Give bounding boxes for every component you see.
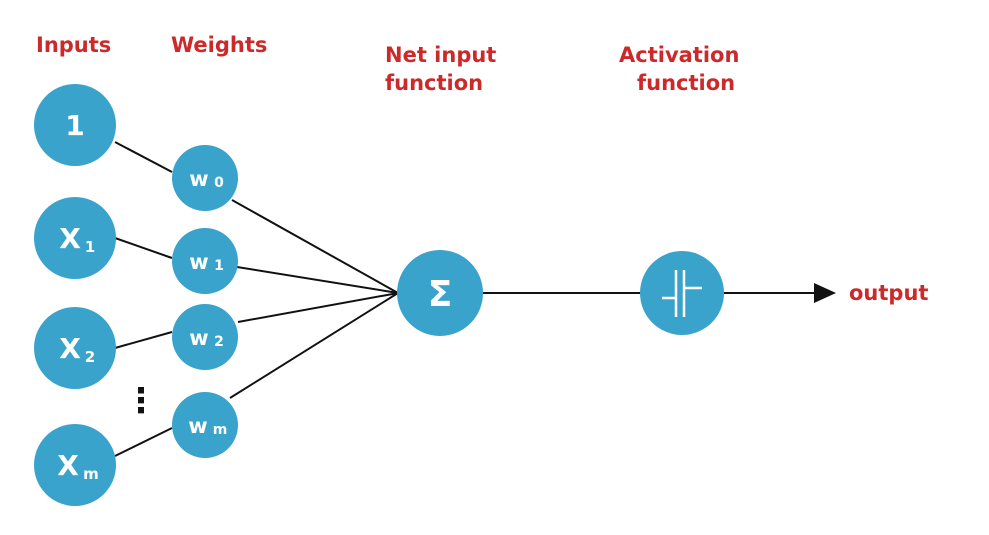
weight-node-wm-main: w bbox=[188, 414, 207, 438]
input-node-1-label: 1 bbox=[65, 109, 84, 142]
input-node-x1-main: X bbox=[59, 222, 81, 255]
input-node-x2-sub: 2 bbox=[85, 348, 95, 366]
input-weight-connections bbox=[114, 141, 173, 457]
input-node-x1-sub: 1 bbox=[85, 238, 95, 256]
input-node-1-circle bbox=[34, 84, 116, 166]
header-net-input-line2: function bbox=[385, 71, 483, 95]
weight-node-w0-sub: 0 bbox=[214, 175, 224, 191]
vertical-ellipsis: ⋮ bbox=[124, 381, 158, 421]
sum-node-circle bbox=[397, 250, 483, 336]
weight-node-w2: w 2 bbox=[172, 304, 238, 370]
input-node-x2-main: X bbox=[59, 332, 81, 365]
net-input-sum-node: Σ bbox=[397, 250, 483, 336]
edge-w0-to-sum bbox=[231, 199, 399, 294]
weight-node-w2-main: w bbox=[189, 326, 208, 350]
input-node-x1-circle bbox=[34, 197, 116, 279]
header-inputs: Inputs bbox=[36, 33, 111, 57]
header-net-input-line1: Net input bbox=[385, 43, 496, 67]
input-node-xm-sub: m bbox=[83, 465, 99, 483]
weight-node-w2-sub: 2 bbox=[214, 334, 224, 350]
weight-node-w1-main: w bbox=[189, 250, 208, 274]
header-weights: Weights bbox=[171, 33, 267, 57]
header-activation-line2: function bbox=[637, 71, 735, 95]
edge-wm-to-sum bbox=[229, 292, 399, 399]
input-node-1: 1 bbox=[34, 84, 116, 166]
weight-node-wm-sub: m bbox=[213, 422, 228, 438]
activation-node-circle bbox=[640, 251, 724, 335]
edge-input-x1-to-w1 bbox=[114, 237, 173, 259]
weight-node-w1-circle bbox=[172, 228, 238, 294]
header-activation-line1: Activation bbox=[619, 43, 739, 67]
weight-node-w1-sub: 1 bbox=[214, 258, 224, 274]
input-node-x2: X 2 bbox=[34, 307, 116, 389]
edge-input-1-to-w0 bbox=[114, 141, 173, 173]
edge-w2-to-sum bbox=[237, 292, 399, 323]
activation-function-node bbox=[640, 251, 724, 335]
input-node-x1: X 1 bbox=[34, 197, 116, 279]
input-node-x2-circle bbox=[34, 307, 116, 389]
edge-input-x2-to-w2 bbox=[114, 331, 173, 349]
sigma-icon: Σ bbox=[428, 274, 453, 315]
weight-node-wm: w m bbox=[172, 392, 238, 458]
weight-node-w1: w 1 bbox=[172, 228, 238, 294]
input-node-xm-circle bbox=[34, 424, 116, 506]
weight-node-w0: w 0 bbox=[172, 145, 238, 211]
weight-node-w0-circle bbox=[172, 145, 238, 211]
weight-node-w0-main: w bbox=[189, 167, 208, 191]
weight-node-wm-circle bbox=[172, 392, 238, 458]
output-label: output bbox=[849, 281, 928, 305]
weight-sum-connections bbox=[229, 199, 399, 399]
step-function-icon bbox=[662, 270, 702, 317]
input-node-xm: X m bbox=[34, 424, 116, 506]
input-node-xm-main: X bbox=[57, 449, 79, 482]
output-arrowhead-icon bbox=[814, 283, 836, 303]
edge-w1-to-sum bbox=[236, 266, 399, 294]
edge-input-xm-to-wm bbox=[114, 427, 173, 457]
weight-node-w2-circle bbox=[172, 304, 238, 370]
